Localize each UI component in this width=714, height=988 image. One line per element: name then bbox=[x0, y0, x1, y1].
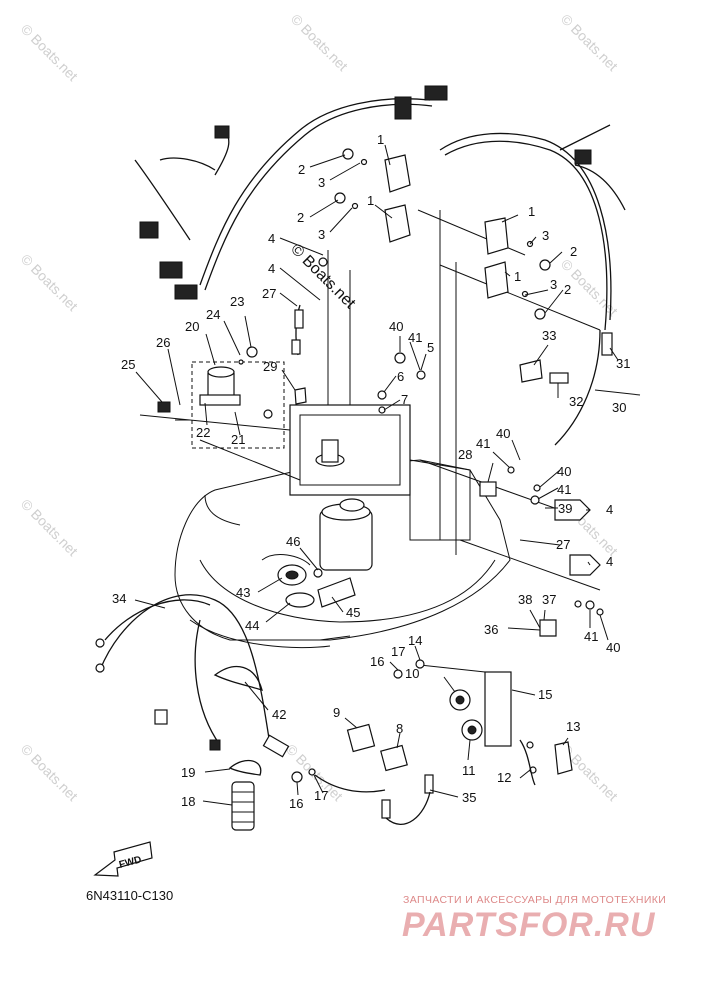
callout-33: 33 bbox=[542, 328, 556, 343]
callout-2: 2 bbox=[298, 162, 305, 177]
callout-27: 27 bbox=[262, 286, 276, 301]
callout-32: 32 bbox=[569, 394, 583, 409]
callout-36: 36 bbox=[484, 622, 498, 637]
callout-11: 11 bbox=[462, 763, 476, 778]
callout-15: 15 bbox=[538, 687, 552, 702]
callout-26: 26 bbox=[156, 335, 170, 350]
callout-40: 40 bbox=[389, 319, 403, 334]
watermark-center: © Boats.net bbox=[287, 241, 359, 313]
callout-19: 19 bbox=[181, 765, 195, 780]
callout-25: 25 bbox=[121, 357, 135, 372]
callout-41: 41 bbox=[408, 330, 422, 345]
callout-41: 41 bbox=[557, 482, 571, 497]
callout-41: 41 bbox=[584, 629, 598, 644]
ground-cable-18 bbox=[231, 781, 255, 831]
callout-2: 2 bbox=[297, 210, 304, 225]
callout-16: 16 bbox=[289, 796, 303, 811]
callout-4: 4 bbox=[268, 231, 275, 246]
callout-3: 3 bbox=[318, 227, 325, 242]
ignition-coil bbox=[484, 261, 509, 299]
callout-16: 16 bbox=[370, 654, 384, 669]
callout-21: 21 bbox=[231, 432, 245, 447]
callout-41: 41 bbox=[476, 436, 490, 451]
watermark: © Boats.net bbox=[18, 496, 81, 559]
callout-3: 3 bbox=[542, 228, 549, 243]
callout-40: 40 bbox=[496, 426, 510, 441]
callout-40: 40 bbox=[606, 640, 620, 655]
misc-parts bbox=[291, 257, 613, 637]
callout-40: 40 bbox=[557, 464, 571, 479]
callout-2: 2 bbox=[564, 282, 571, 297]
callout-3: 3 bbox=[550, 277, 557, 292]
callout-9: 9 bbox=[333, 705, 340, 720]
callout-20: 20 bbox=[185, 319, 199, 334]
watermark: © Boats.net bbox=[18, 21, 81, 84]
callout-24: 24 bbox=[206, 307, 220, 322]
callout-13: 13 bbox=[566, 719, 580, 734]
callout-1: 1 bbox=[514, 269, 521, 284]
callout-6: 6 bbox=[397, 369, 404, 384]
callout-34: 34 bbox=[112, 591, 126, 606]
callout-35: 35 bbox=[462, 790, 476, 805]
lower-parts bbox=[95, 554, 356, 758]
rectifier-group bbox=[157, 346, 285, 449]
watermark: © Boats.net bbox=[288, 11, 351, 74]
clamp-19 bbox=[228, 759, 262, 776]
electric-box-group bbox=[228, 659, 573, 831]
callout-30: 30 bbox=[612, 400, 626, 415]
ignition-coils bbox=[334, 148, 551, 320]
watermark: © Boats.net bbox=[558, 11, 621, 74]
engine-assembly bbox=[174, 404, 511, 649]
callout-10: 10 bbox=[405, 666, 419, 681]
callout-4: 4 bbox=[606, 554, 613, 569]
callout-1: 1 bbox=[367, 193, 374, 208]
callout-4: 4 bbox=[268, 261, 275, 276]
watermark: © Boats.net bbox=[18, 251, 81, 314]
callout-1: 1 bbox=[377, 132, 384, 147]
callout-38: 38 bbox=[518, 592, 532, 607]
callout-7: 7 bbox=[401, 392, 408, 407]
site-logo: PARTSFOR.RU bbox=[402, 906, 656, 944]
ignition-coil bbox=[384, 154, 411, 193]
callout-28: 28 bbox=[458, 447, 472, 462]
callout-17: 17 bbox=[391, 644, 405, 659]
catalog-code: 6N43110-C130 bbox=[86, 888, 174, 903]
fwd-arrow: FWD bbox=[93, 841, 153, 877]
callout-3: 3 bbox=[318, 175, 325, 190]
callout-12: 12 bbox=[497, 770, 511, 785]
callout-39: 39 bbox=[558, 501, 572, 516]
leader-lines bbox=[134, 144, 619, 806]
site-tagline: ЗАПЧАСТИ И АКСЕССУАРЫ ДЛЯ МОТОТЕХНИКИ bbox=[403, 894, 667, 906]
callout-44: 44 bbox=[245, 618, 259, 633]
callout-45: 45 bbox=[346, 605, 360, 620]
callout-8: 8 bbox=[396, 721, 403, 736]
callout-2: 2 bbox=[570, 244, 577, 259]
ignition-coil bbox=[384, 204, 411, 243]
callout-23: 23 bbox=[230, 294, 244, 309]
callout-17: 17 bbox=[314, 788, 328, 803]
callout-31: 31 bbox=[616, 356, 630, 371]
callout-5: 5 bbox=[427, 340, 434, 355]
callout-27: 27 bbox=[556, 537, 570, 552]
ignition-coil bbox=[484, 217, 509, 255]
watermark: © Boats.net bbox=[18, 741, 81, 804]
electrical-bracket bbox=[484, 671, 512, 747]
callout-43: 43 bbox=[236, 585, 250, 600]
callout-18: 18 bbox=[181, 794, 195, 809]
callout-22: 22 bbox=[196, 425, 210, 440]
main-wire-harness bbox=[134, 85, 626, 446]
callout-14: 14 bbox=[408, 633, 422, 648]
callout-42: 42 bbox=[272, 707, 286, 722]
callout-labels: 1 1 1 1 2 2 2 2 3 3 3 3 4 4 4 4 5 6 7 8 … bbox=[112, 132, 630, 811]
battery-cable bbox=[99, 594, 271, 746]
wire-clamp-42 bbox=[213, 666, 263, 691]
callout-46: 46 bbox=[286, 534, 300, 549]
callout-29: 29 bbox=[263, 359, 277, 374]
callout-1: 1 bbox=[528, 204, 535, 219]
callout-37: 37 bbox=[542, 592, 556, 607]
callout-4: 4 bbox=[606, 502, 613, 517]
